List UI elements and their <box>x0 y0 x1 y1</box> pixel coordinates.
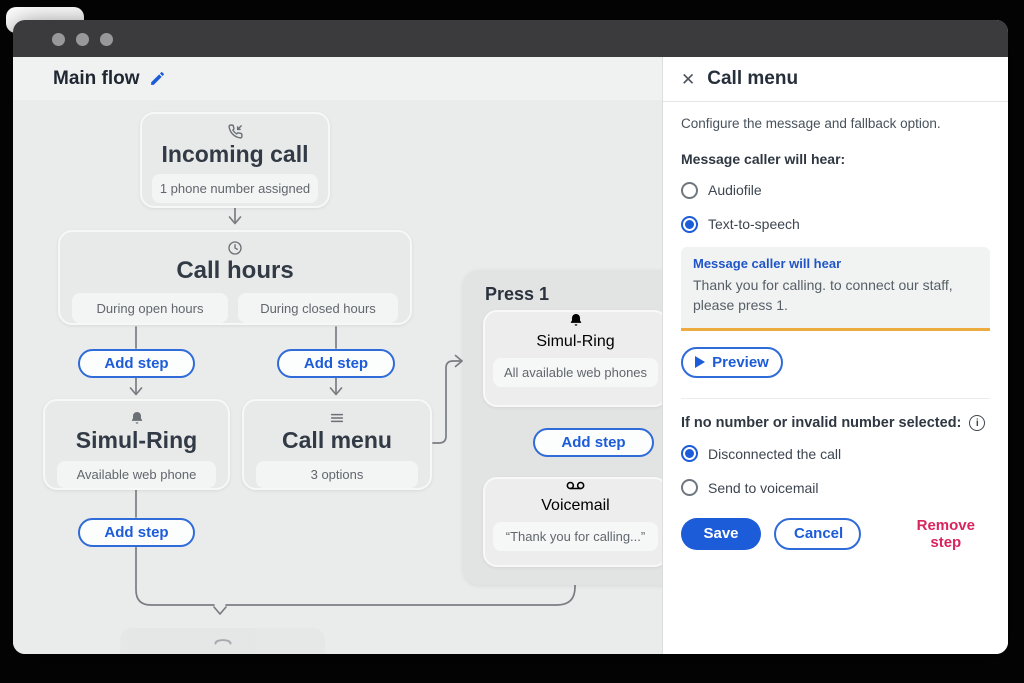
panel-header: ✕ Call menu <box>663 57 1008 102</box>
panel-title: Call menu <box>707 68 799 89</box>
preview-button[interactable]: Preview <box>681 346 783 378</box>
add-step-button[interactable]: Add step <box>78 349 195 378</box>
edit-pencil-icon[interactable] <box>149 70 166 87</box>
window-control-dot[interactable] <box>100 33 113 46</box>
tts-message-field[interactable]: Message caller will hear Thank you for c… <box>681 247 990 331</box>
config-panel: ✕ Call menu Configure the message and fa… <box>662 57 1008 654</box>
menu-icon <box>329 409 345 426</box>
window-controls[interactable] <box>52 33 113 46</box>
node-call-hours[interactable]: Call hours During open hours During clos… <box>58 230 412 325</box>
radio-icon-selected[interactable] <box>681 215 698 233</box>
node-title: Voicemail <box>541 497 610 514</box>
node-title: Call menu <box>282 427 392 454</box>
node-title: Call hours <box>176 257 294 285</box>
app-window: Main flow Incoming call 1 phone number a… <box>13 20 1008 654</box>
radio-icon[interactable] <box>681 181 698 199</box>
preview-label: Preview <box>712 353 769 371</box>
radio-option-disconnect[interactable]: Disconnected the call <box>681 443 990 465</box>
node-voicemail[interactable]: Voicemail “Thank you for calling...” <box>483 477 662 567</box>
radio-label: Disconnected the call <box>708 445 842 462</box>
window-control-dot[interactable] <box>76 33 89 46</box>
node-subtitle: 3 options <box>256 460 418 488</box>
bell-icon <box>129 409 145 426</box>
node-title: Simul-Ring <box>75 427 198 454</box>
save-button[interactable]: Save <box>681 517 761 550</box>
info-icon[interactable]: i <box>969 414 986 431</box>
press-1-label: Press 1 <box>485 284 550 304</box>
node-hang-up[interactable] <box>120 628 325 654</box>
node-subtitle: All available web phones <box>493 358 658 387</box>
branch-open-hours[interactable]: During open hours <box>72 293 228 323</box>
panel-subtitle: Configure the message and fallback optio… <box>681 116 941 131</box>
radio-option-text-to-speech[interactable]: Text-to-speech <box>681 213 990 235</box>
node-subtitle: 1 phone number assigned <box>152 174 318 204</box>
cancel-button[interactable]: Cancel <box>774 517 861 550</box>
tts-field-value[interactable]: Thank you for calling. to connect our st… <box>693 277 953 314</box>
incoming-call-icon <box>227 122 244 140</box>
node-incoming-call[interactable]: Incoming call 1 phone number assigned <box>140 112 330 208</box>
flow-canvas[interactable]: Main flow Incoming call 1 phone number a… <box>13 57 662 654</box>
radio-label: Audiofile <box>708 182 762 198</box>
radio-label: Send to voicemail <box>708 479 819 496</box>
radio-option-audiofile[interactable]: Audiofile <box>681 179 990 201</box>
node-title: Simul-Ring <box>536 333 615 350</box>
node-subtitle: “Thank you for calling...” <box>493 522 658 551</box>
node-simul-ring-press1[interactable]: Simul-Ring All available web phones <box>483 310 662 407</box>
add-step-button[interactable]: Add step <box>277 349 395 378</box>
fallback-label-text: If no number or invalid number selected: <box>681 414 962 431</box>
window-titlebar <box>13 20 1008 57</box>
radio-option-send-voicemail[interactable]: Send to voicemail <box>681 477 990 499</box>
radio-icon-selected[interactable] <box>681 445 698 463</box>
canvas-header: Main flow <box>13 57 662 100</box>
add-step-button[interactable]: Add step <box>533 428 654 457</box>
voicemail-icon <box>566 479 585 497</box>
play-icon <box>695 356 706 369</box>
clock-icon <box>227 240 243 256</box>
close-icon[interactable]: ✕ <box>681 69 696 89</box>
press-1-group[interactable]: Press 1 Simul-Ring All available web pho… <box>463 270 662 585</box>
panel-actions: Save Cancel Remove step <box>681 517 990 551</box>
branch-closed-hours[interactable]: During closed hours <box>238 293 398 323</box>
window-control-dot[interactable] <box>52 33 65 46</box>
node-simul-ring[interactable]: Simul-Ring Available web phone <box>43 399 230 490</box>
node-call-menu[interactable]: Call menu 3 options <box>242 399 432 490</box>
node-title: Incoming call <box>161 141 309 167</box>
fallback-section-label: If no number or invalid number selected:… <box>681 414 990 431</box>
remove-step-button[interactable]: Remove step <box>902 517 990 551</box>
add-step-button[interactable]: Add step <box>78 518 195 547</box>
radio-icon[interactable] <box>681 479 698 497</box>
message-section-label: Message caller will hear: <box>681 151 846 167</box>
section-divider <box>681 397 990 399</box>
flow-title: Main flow <box>53 67 140 89</box>
tts-field-label: Message caller will hear <box>693 256 842 271</box>
radio-label: Text-to-speech <box>708 216 800 232</box>
node-subtitle: Available web phone <box>57 460 216 488</box>
hang-up-icon <box>213 634 233 654</box>
bell-icon <box>568 312 584 333</box>
